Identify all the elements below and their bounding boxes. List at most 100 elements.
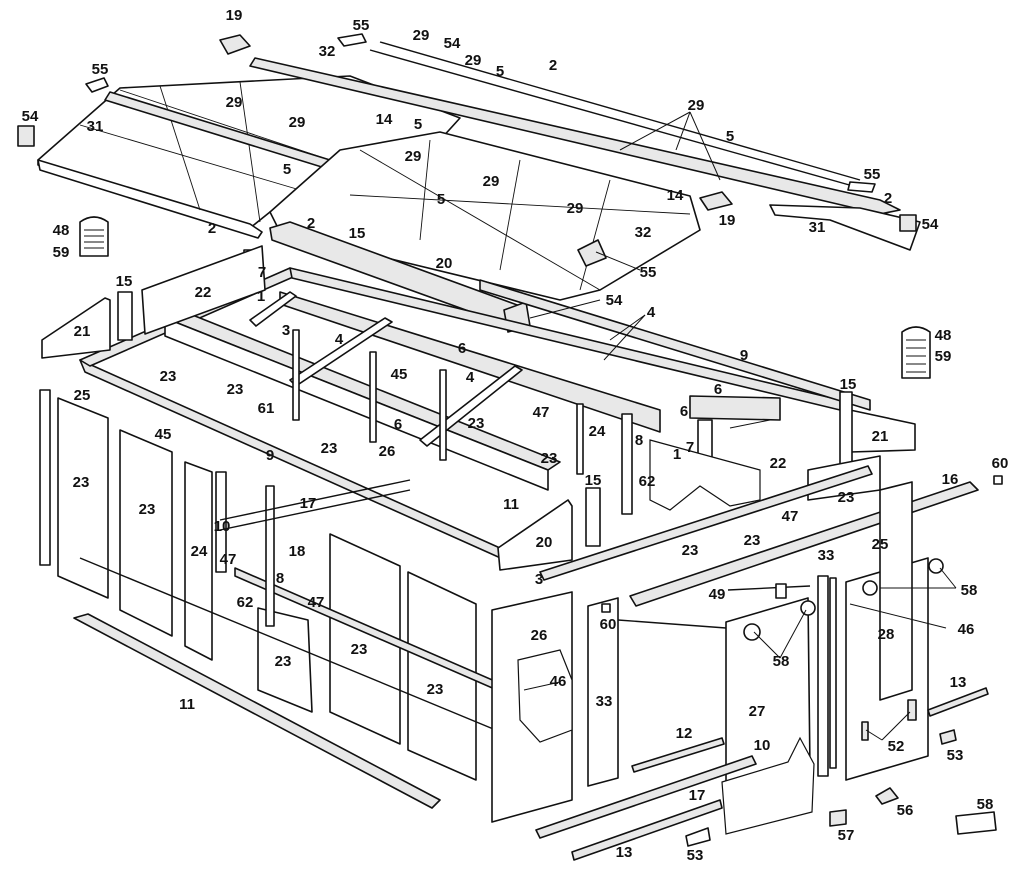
cross-rafter [249, 291, 297, 327]
part-callout-11: 11 [503, 496, 519, 513]
part-callout-17: 17 [689, 787, 706, 804]
part-callout-61: 61 [258, 400, 275, 417]
ridge-vent [577, 239, 607, 267]
rail-right-inner [689, 395, 781, 421]
trim-piece [847, 181, 876, 193]
wall-panel [119, 429, 173, 637]
trim-piece [337, 33, 367, 47]
left-wall [39, 389, 521, 781]
base-rail-right [631, 737, 725, 773]
part-callout-13: 13 [616, 844, 633, 861]
part-callout-47: 47 [220, 551, 237, 568]
roof-rib [239, 81, 261, 223]
part-callout-29: 29 [289, 114, 306, 131]
part-callout-59: 59 [53, 244, 70, 261]
part-callout-12: 12 [676, 725, 693, 742]
part-callout-52: 52 [888, 738, 905, 755]
roof-rib [419, 139, 431, 241]
door-header-rail [617, 619, 727, 629]
part-callout-9: 9 [266, 447, 274, 464]
part-callout-25: 25 [74, 387, 91, 404]
right-wall [491, 465, 1003, 861]
torn-panel-right [649, 439, 761, 511]
part-callout-27: 27 [749, 703, 766, 720]
part-callout-29: 29 [688, 97, 705, 114]
wall-panel [184, 461, 213, 661]
part-callout-46: 46 [958, 621, 975, 638]
part-callout-29: 29 [413, 27, 430, 44]
part-callout-23: 23 [139, 501, 156, 518]
roof-rib [359, 149, 601, 291]
corner-cap-left [17, 125, 35, 147]
corner-post [117, 291, 133, 341]
threshold-rail [927, 687, 989, 717]
part-callout-14: 14 [667, 187, 684, 204]
corner-post [839, 391, 853, 471]
part-callout-8: 8 [276, 570, 284, 587]
part-callout-20: 20 [436, 255, 453, 272]
part-callout-7: 7 [258, 264, 266, 281]
part-callout-59: 59 [935, 348, 952, 365]
part-callout-21: 21 [872, 428, 889, 445]
part-callout-15: 15 [585, 472, 602, 489]
back-stud [621, 413, 633, 515]
part-callout-48: 48 [53, 222, 70, 239]
side-panel-upper [141, 245, 266, 335]
vent-cap [699, 191, 733, 211]
part-callout-8: 8 [635, 432, 643, 449]
part-callout-60: 60 [600, 616, 617, 633]
part-callout-23: 23 [744, 532, 761, 549]
part-callout-58: 58 [977, 796, 994, 813]
wall-panel [407, 571, 477, 781]
back-stud [292, 329, 300, 421]
hinge [907, 699, 917, 721]
part-callout-33: 33 [818, 547, 835, 564]
part-callout-15: 15 [840, 376, 857, 393]
part-callout-54: 54 [922, 216, 939, 233]
part-callout-5: 5 [437, 191, 445, 208]
gable-end-right [769, 204, 921, 251]
part-callout-15: 15 [116, 273, 133, 290]
part-callout-25: 25 [872, 536, 889, 553]
part-callout-9: 9 [740, 347, 748, 364]
part-callout-55: 55 [864, 166, 881, 183]
part-callout-26: 26 [531, 627, 548, 644]
wall-panel [57, 397, 109, 599]
base-rail-front-right [535, 755, 757, 839]
roof-assembly [17, 33, 921, 333]
part-callout-23: 23 [351, 641, 368, 658]
part-callout-2: 2 [884, 190, 892, 207]
part-callout-19: 19 [719, 212, 736, 229]
part-callout-55: 55 [353, 17, 370, 34]
part-callout-48: 48 [935, 327, 952, 344]
part-callout-32: 32 [319, 43, 336, 60]
part-callout-22: 22 [770, 455, 787, 472]
part-callout-17: 17 [300, 495, 317, 512]
part-callout-11: 11 [179, 696, 195, 713]
part-callout-10: 10 [754, 737, 771, 754]
part-callout-54: 54 [22, 108, 39, 125]
part-callout-23: 23 [541, 450, 558, 467]
part-callout-18: 18 [289, 543, 306, 560]
part-callout-47: 47 [533, 404, 550, 421]
leader-lines [523, 111, 957, 741]
part-callout-31: 31 [809, 219, 826, 236]
part-callout-7: 7 [686, 439, 694, 456]
wall-panel [329, 533, 401, 745]
door-knob [743, 623, 761, 641]
part-callout-24: 24 [589, 423, 606, 440]
wall-stud [265, 485, 275, 627]
gable-triangle-left [41, 297, 111, 359]
upper-frame [41, 245, 916, 561]
part-callout-16: 16 [942, 471, 959, 488]
part-callout-45: 45 [155, 426, 172, 443]
vent-cap [219, 34, 251, 55]
part-callout-26: 26 [379, 443, 396, 460]
wall-stud [215, 471, 227, 573]
part-callout-46: 46 [550, 673, 567, 690]
rail-front-right [539, 465, 873, 581]
door-left-torn [721, 736, 815, 835]
gable-brace [497, 499, 573, 571]
part-callout-20: 20 [536, 534, 553, 551]
